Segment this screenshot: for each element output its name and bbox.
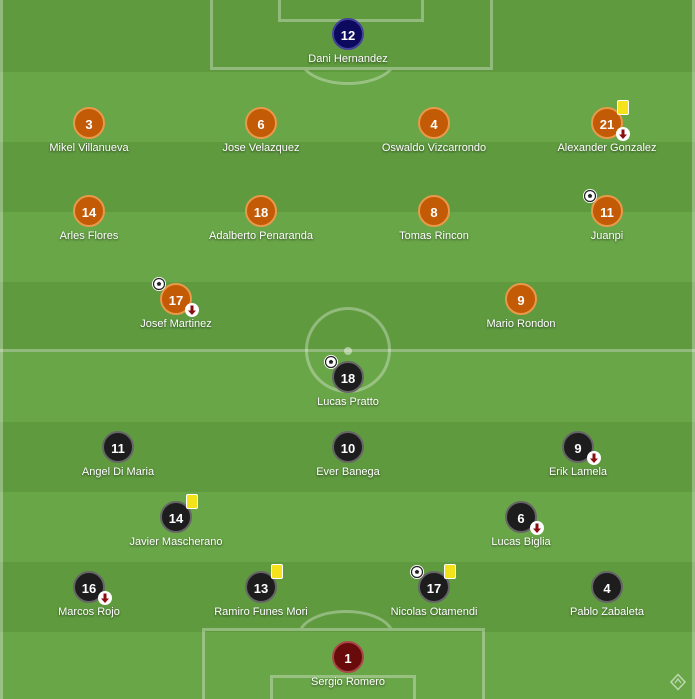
player-name: Alexander Gonzalez <box>557 142 657 154</box>
shirt-number: 13 <box>245 571 277 603</box>
player-name: Javier Mascherano <box>129 536 223 548</box>
shirt-number: 12 <box>332 18 364 50</box>
player-name: Nicolas Otamendi <box>390 606 478 618</box>
yellow-card-icon <box>271 564 283 579</box>
bottom-goal-area <box>270 675 416 699</box>
pitch-stripe <box>0 212 695 282</box>
player-name: Ever Banega <box>316 466 380 478</box>
substitution-arrow-icon <box>185 303 199 317</box>
player-name: Pablo Zabaleta <box>570 606 644 618</box>
player-name: Tomas Rincon <box>399 230 469 242</box>
player-name: Arles Flores <box>59 230 119 242</box>
soccer-ball-icon <box>410 565 424 579</box>
yellow-card-icon <box>617 100 629 115</box>
player-name: Mario Rondon <box>486 318 556 330</box>
shirt-number: 11 <box>591 195 623 227</box>
shirt-number: 21 <box>591 107 623 139</box>
player-name: Erik Lamela <box>548 466 608 478</box>
bottom-penalty-box <box>202 628 485 699</box>
pitch-stripe <box>0 492 695 562</box>
shirt-number: 4 <box>418 107 450 139</box>
player-name: Oswaldo Vizcarrondo <box>381 142 487 154</box>
player-name: Marcos Rojo <box>58 606 120 618</box>
pitch-stripe <box>0 142 695 212</box>
player-name: Adalberto Penaranda <box>209 230 313 242</box>
player-name: Sergio Romero <box>311 676 385 688</box>
player-name: Angel Di Maria <box>81 466 155 478</box>
shirt-number: 16 <box>73 571 105 603</box>
centre-spot <box>344 347 352 355</box>
shirt-number: 10 <box>332 431 364 463</box>
brand-logo-icon <box>669 673 687 691</box>
shirt-number: 6 <box>505 501 537 533</box>
player-name: Dani Hernandez <box>308 53 388 65</box>
shirt-number: 8 <box>418 195 450 227</box>
player-name: Lucas Pratto <box>317 396 379 408</box>
player-name: Josef Martinez <box>140 318 212 330</box>
soccer-ball-icon <box>152 277 166 291</box>
player-name: Jose Velazquez <box>222 142 300 154</box>
shirt-number: 18 <box>332 361 364 393</box>
player-name: Mikel Villanueva <box>49 142 129 154</box>
shirt-number: 11 <box>102 431 134 463</box>
top-penalty-box <box>210 0 493 70</box>
shirt-number: 1 <box>332 641 364 673</box>
shirt-number: 4 <box>591 571 623 603</box>
player-name: Ramiro Funes Mori <box>214 606 308 618</box>
yellow-card-icon <box>186 494 198 509</box>
player-name: Lucas Biglia <box>491 536 551 548</box>
shirt-number: 9 <box>505 283 537 315</box>
substitution-arrow-icon <box>587 451 601 465</box>
substitution-arrow-icon <box>98 591 112 605</box>
substitution-arrow-icon <box>530 521 544 535</box>
shirt-number: 6 <box>245 107 277 139</box>
player-name: Juanpi <box>590 230 624 242</box>
shirt-number: 3 <box>73 107 105 139</box>
soccer-ball-icon <box>324 355 338 369</box>
soccer-ball-icon <box>583 189 597 203</box>
yellow-card-icon <box>444 564 456 579</box>
shirt-number: 14 <box>73 195 105 227</box>
substitution-arrow-icon <box>616 127 630 141</box>
shirt-number: 18 <box>245 195 277 227</box>
